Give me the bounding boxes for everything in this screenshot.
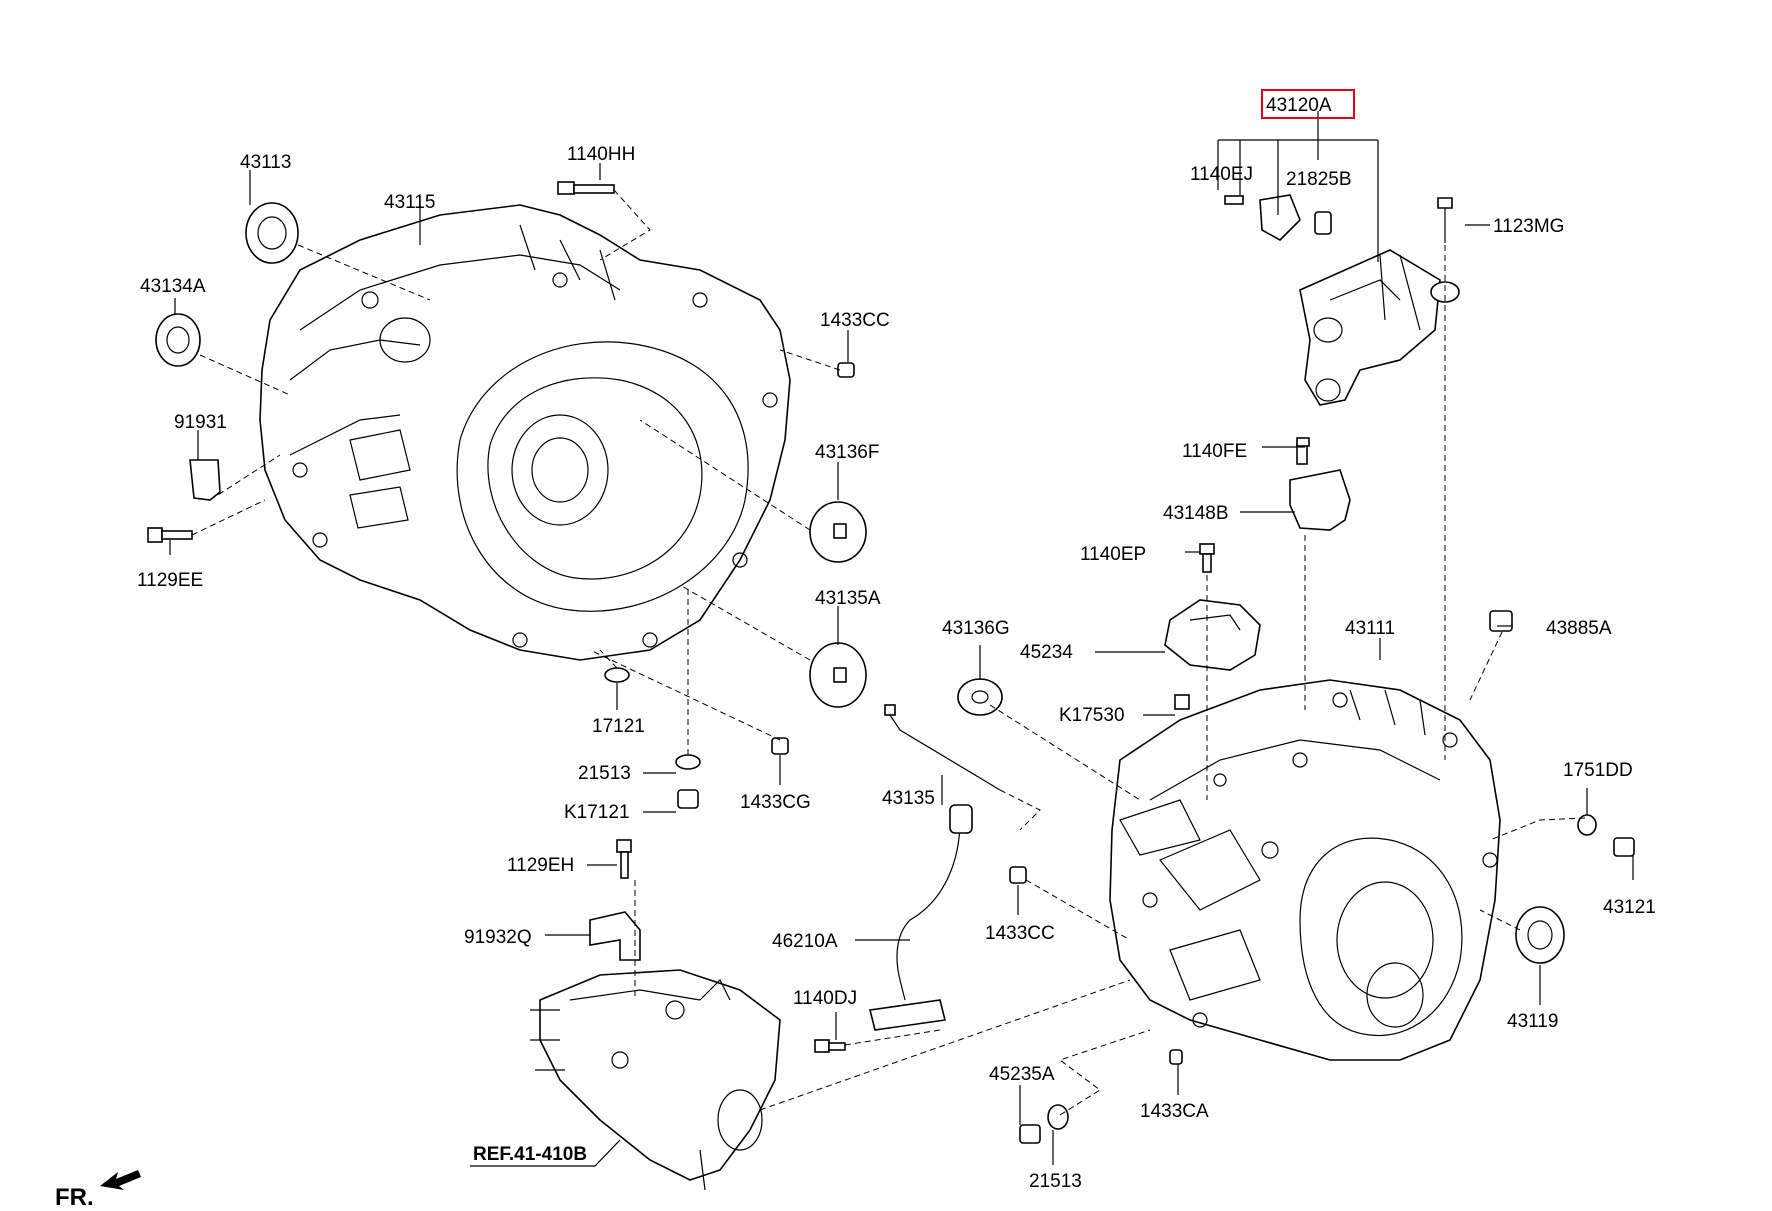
part-label-43115[interactable]: 43115 [384,192,435,213]
part-label-45234[interactable]: 45234 [1020,642,1073,663]
part-label-21513[interactable]: 21513 [578,763,631,784]
part-label-43111[interactable]: 43111 [1345,618,1395,639]
part-label-43134A[interactable]: 43134A [140,276,206,297]
part-label-1140HH[interactable]: 1140HH [567,144,635,165]
bracket-small-parts [1224,194,1453,243]
part-label-17121[interactable]: 17121 [592,716,645,737]
part-label-K17121[interactable]: K17121 [564,802,630,823]
direction-label: FR. [55,1184,94,1211]
part-label-1433CG[interactable]: 1433CG [740,792,811,813]
part-label-1140DJ[interactable]: 1140DJ [793,988,857,1009]
part-label-43121[interactable]: 43121 [1603,897,1656,918]
transaxle-housing-left [259,204,791,661]
leader-lines [169,111,1634,1167]
part-label-1433CA[interactable]: 1433CA [1140,1101,1209,1122]
part-label-43148B[interactable]: 43148B [1163,503,1229,524]
transmission-case-right [1109,679,1501,1061]
part-label-43119[interactable]: 43119 [1507,1011,1558,1032]
part-label-43135[interactable]: 43135 [882,788,935,809]
part-label-1140EP[interactable]: 1140EP [1080,544,1146,565]
part-label-21513-bottom[interactable]: 21513 [1029,1171,1082,1192]
part-label-1129EH[interactable]: 1129EH [507,855,574,876]
part-label-43136F[interactable]: 43136F [815,442,879,463]
part-label-1751DD[interactable]: 1751DD [1563,760,1633,781]
shift-lever-assembly [530,969,781,1191]
mount-bracket [1299,249,1460,406]
part-label-21825B[interactable]: 21825B [1286,169,1352,190]
reference-label[interactable]: REF.41-410B [473,1144,587,1165]
part-label-1140EJ[interactable]: 1140EJ [1190,164,1253,185]
part-label-43120A[interactable]: 43120A [1266,95,1332,116]
arrow-icon [100,1170,141,1190]
part-label-1140FE[interactable]: 1140FE [1182,441,1247,462]
highlight-box [1261,89,1355,119]
alignment-lines [191,189,1586,1116]
part-label-1123MG[interactable]: 1123MG [1493,216,1564,237]
left-small-parts [147,181,867,961]
part-label-45235A[interactable]: 45235A [989,1064,1055,1085]
part-label-1433CC-mid[interactable]: 1433CC [985,923,1055,944]
part-label-43885A[interactable]: 43885A [1546,618,1612,639]
part-label-43136G[interactable]: 43136G [942,618,1010,639]
part-label-K17530[interactable]: K17530 [1059,705,1125,726]
part-label-91932Q[interactable]: 91932Q [464,927,532,948]
part-label-91931[interactable]: 91931 [174,412,227,433]
part-label-46210A[interactable]: 46210A [772,931,838,952]
part-label-1129EE[interactable]: 1129EE [137,570,203,591]
part-label-1433CC[interactable]: 1433CC [820,310,890,331]
part-label-43113[interactable]: 43113 [240,152,291,173]
part-label-43135A[interactable]: 43135A [815,588,881,609]
